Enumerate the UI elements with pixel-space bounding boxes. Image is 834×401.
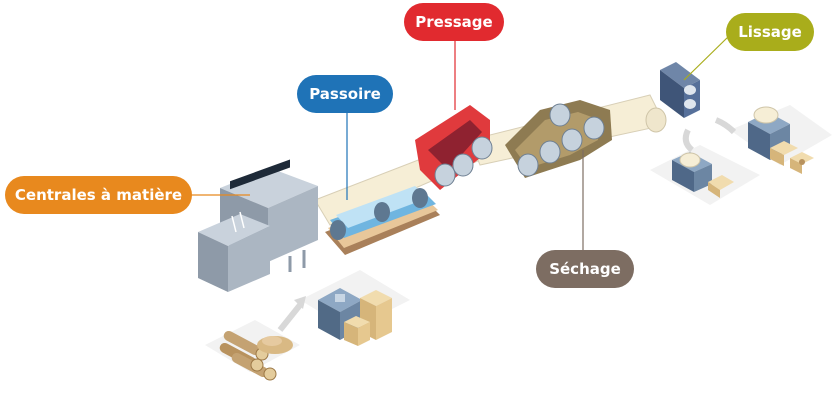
arrow-head-icon: [294, 296, 306, 309]
sechage-label: Séchage: [536, 250, 634, 288]
material-silo-machine-icon: [198, 159, 318, 292]
passoire-label: Passoire: [297, 75, 393, 113]
paper-roll-cutter-icon: [672, 152, 734, 198]
cardboard-boxes-icon: [344, 290, 392, 346]
arrow-icon: [682, 128, 695, 153]
arrow-icon: [714, 117, 737, 135]
drying-cylinders-icon: [505, 100, 612, 178]
lissage-leader-line: [683, 34, 731, 81]
calender-rollers-icon: [660, 62, 700, 118]
centrales-label: Centrales à matière: [5, 176, 192, 214]
press-rollers-icon: [415, 105, 493, 190]
paper-roll-packer-icon: [748, 106, 814, 174]
lissage-label: Lissage: [726, 13, 814, 51]
leader-lines: [190, 34, 731, 250]
logs-and-woodchips-icon: [219, 330, 293, 381]
wire-screen-machine-icon: [325, 186, 440, 255]
pressage-label: Pressage: [404, 3, 504, 41]
arrow-icon: [277, 303, 303, 332]
